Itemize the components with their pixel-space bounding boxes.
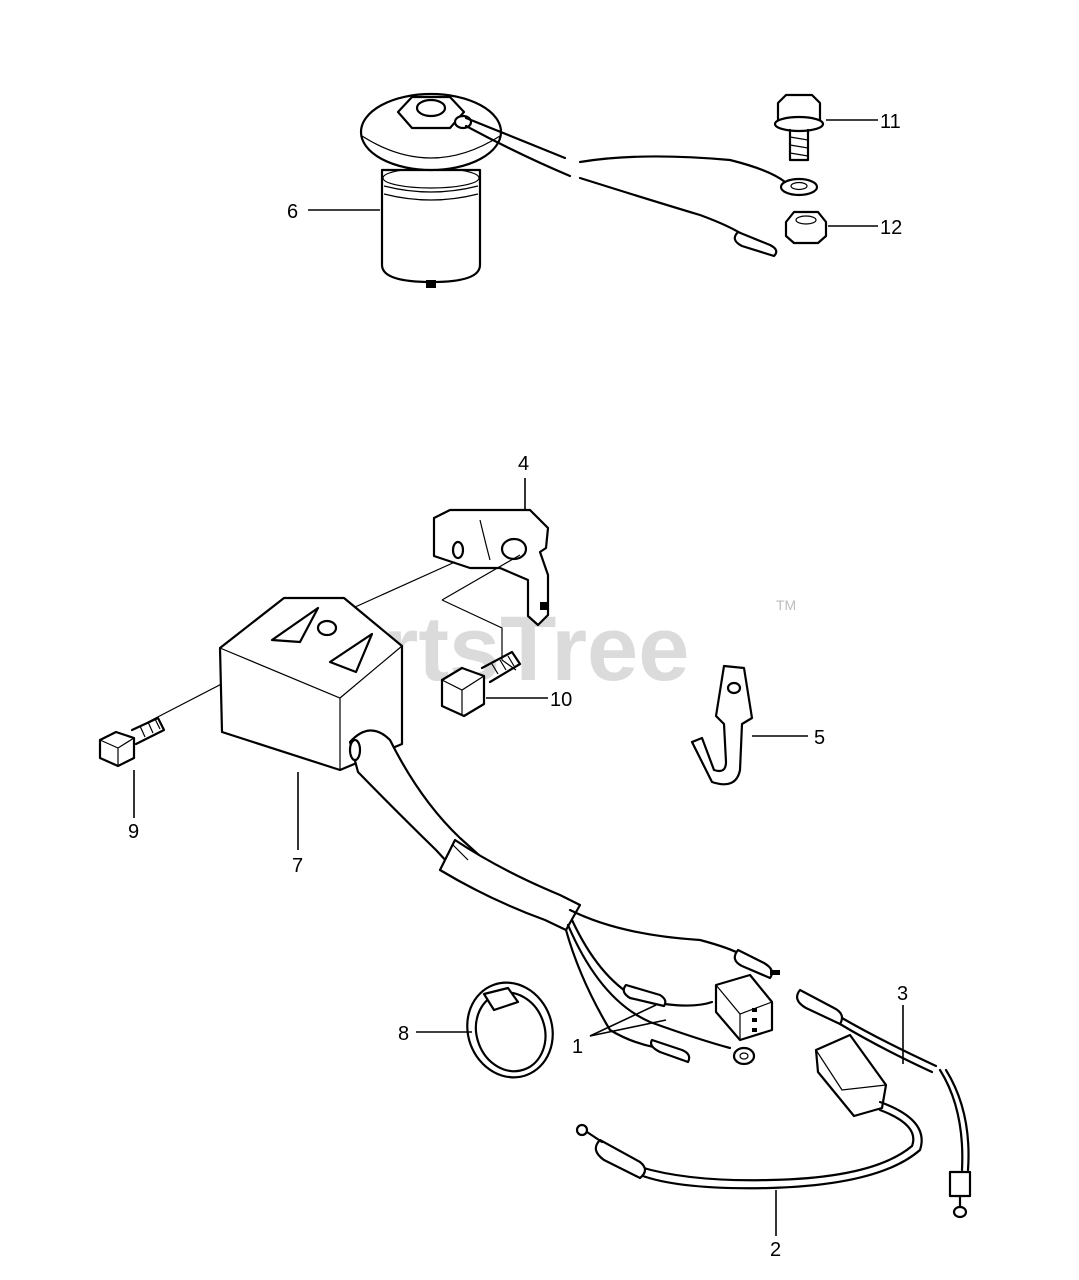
callout-4: 4 [518, 453, 529, 475]
callout-5: 5 [814, 727, 825, 749]
part-11-bolt-washer[interactable] [773, 93, 825, 197]
callout-1: 1 [572, 1036, 583, 1058]
callout-6: 6 [287, 201, 298, 223]
part-4-bracket[interactable] [432, 508, 550, 627]
callout-11: 11 [880, 111, 901, 133]
callout-8: 8 [398, 1023, 409, 1045]
part-6-sensor[interactable] [359, 92, 803, 288]
callout-10: 10 [550, 689, 572, 711]
callout-3: 3 [897, 983, 908, 1005]
part-12-nut[interactable] [784, 210, 828, 245]
callout-2: 2 [770, 1239, 781, 1261]
callouts: 6 11 12 4 5 10 9 7 8 1 3 2 [128, 111, 908, 1261]
leader-lines [133, 119, 904, 1236]
callout-7: 7 [292, 855, 303, 877]
callout-9: 9 [128, 821, 139, 843]
part-3-connector-wire[interactable] [796, 988, 938, 1074]
part-1-harness-wires[interactable] [564, 908, 780, 1066]
part-5-clip[interactable] [690, 664, 754, 786]
watermark-trademark: TM [776, 597, 796, 613]
part-8-clamp[interactable] [454, 971, 566, 1090]
part-7-module[interactable] [218, 596, 582, 932]
part-10-bolt[interactable] [440, 650, 522, 718]
part-9-bolt[interactable] [98, 716, 166, 768]
callout-12: 12 [880, 217, 902, 239]
part-2-ground-wire[interactable] [575, 1033, 972, 1219]
